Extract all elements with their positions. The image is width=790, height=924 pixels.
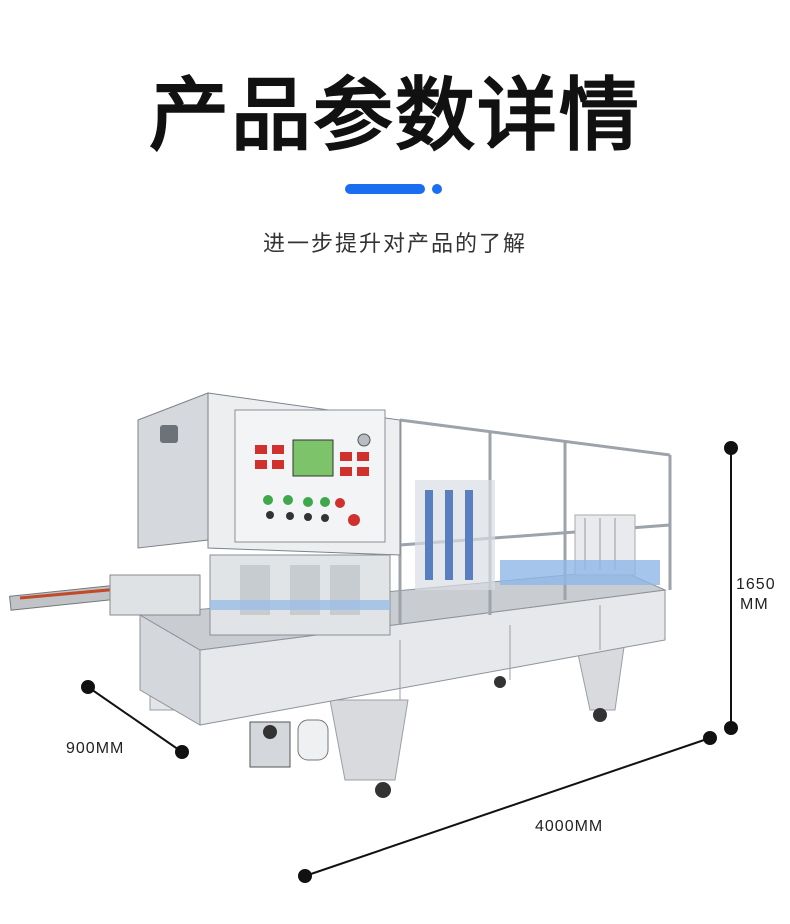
page-subtitle: 进一步提升对产品的了解: [262, 232, 527, 257]
title-underline-dot: [432, 184, 442, 194]
height-value: 1650: [736, 576, 776, 593]
air-regulator: [249, 719, 329, 768]
height-unit: MM: [740, 596, 769, 613]
control-cabinet: [137, 392, 401, 556]
left-conveyor: [9, 574, 201, 616]
dimension-lines: [81, 441, 738, 883]
title-underline-bar: [345, 184, 425, 194]
length-dimension-label: 4000MM: [535, 818, 604, 835]
height-dimension-label: 1650 MM: [736, 575, 776, 615]
filling-nozzles: [415, 480, 660, 590]
page-title: 产品参数详情: [149, 69, 641, 162]
width-dimension-label: 900MM: [66, 740, 125, 757]
cup-station: [209, 554, 391, 636]
